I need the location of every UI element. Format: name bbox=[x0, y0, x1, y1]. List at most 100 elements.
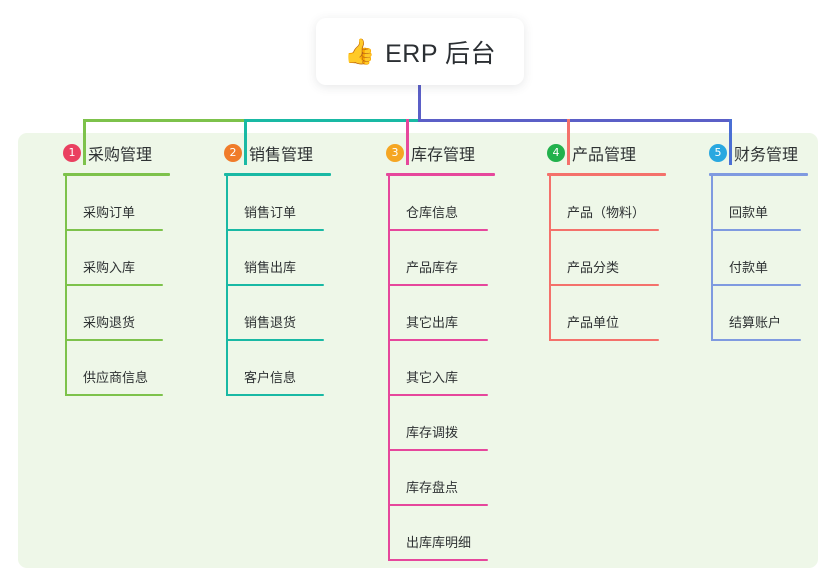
list-item-underline bbox=[388, 449, 488, 451]
title-card[interactable]: 👍 ERP 后台 bbox=[316, 18, 524, 85]
connector-bus-mid bbox=[244, 119, 420, 122]
list-item-underline bbox=[711, 284, 801, 286]
list-item[interactable]: 产品（物料） bbox=[549, 176, 666, 231]
list-item[interactable]: 其它入库 bbox=[388, 341, 495, 396]
column-underline bbox=[224, 173, 331, 176]
column-rail bbox=[549, 176, 551, 341]
page-title: ERP 后台 bbox=[385, 39, 497, 68]
list-item[interactable]: 库存盘点 bbox=[388, 451, 495, 506]
list-item-underline bbox=[711, 229, 801, 231]
list-item-label: 回款单 bbox=[729, 205, 769, 220]
list-item-label: 其它入库 bbox=[406, 370, 459, 385]
list-item-label: 其它出库 bbox=[406, 315, 459, 330]
list-item-underline bbox=[388, 229, 488, 231]
list-item-underline bbox=[65, 229, 163, 231]
list-item-label: 出库库明细 bbox=[406, 535, 472, 550]
column-采购管理: 1 采购管理采购订单采购入库采购退货供应商信息 bbox=[42, 133, 170, 396]
list-item-underline bbox=[549, 229, 659, 231]
column-rail bbox=[711, 176, 713, 341]
column-items: 仓库信息产品库存其它出库其它入库库存调拨库存盘点出库库明细 bbox=[388, 176, 495, 561]
list-item[interactable]: 结算账户 bbox=[711, 286, 808, 341]
list-item-underline bbox=[388, 559, 488, 561]
list-item-label: 产品库存 bbox=[406, 260, 459, 275]
list-item-underline bbox=[226, 229, 324, 231]
connector-bus-left bbox=[83, 119, 246, 122]
list-item-underline bbox=[65, 394, 163, 396]
list-item-label: 结算账户 bbox=[729, 315, 782, 330]
column-title: 销售管理 bbox=[249, 147, 314, 164]
connector-drop-1 bbox=[83, 119, 86, 165]
column-header[interactable]: 1 采购管理 bbox=[42, 133, 170, 173]
list-item-underline bbox=[388, 339, 488, 341]
column-underline bbox=[386, 173, 495, 176]
column-rail bbox=[65, 176, 67, 396]
list-item-label: 库存调拨 bbox=[406, 425, 459, 440]
column-title: 库存管理 bbox=[411, 147, 476, 164]
list-item[interactable]: 采购订单 bbox=[65, 176, 170, 231]
list-item[interactable]: 库存调拨 bbox=[388, 396, 495, 451]
list-item-label: 采购订单 bbox=[83, 205, 136, 220]
list-item[interactable]: 其它出库 bbox=[388, 286, 495, 341]
list-item-label: 库存盘点 bbox=[406, 480, 459, 495]
thumbs-up-icon: 👍 bbox=[343, 38, 376, 66]
list-item[interactable]: 客户信息 bbox=[226, 341, 331, 396]
column-items: 采购订单采购入库采购退货供应商信息 bbox=[65, 176, 170, 396]
list-item-underline bbox=[711, 339, 801, 341]
list-item[interactable]: 付款单 bbox=[711, 231, 808, 286]
list-item[interactable]: 产品分类 bbox=[549, 231, 666, 286]
column-underline bbox=[709, 173, 808, 176]
list-item-underline bbox=[226, 394, 324, 396]
connector-bus-right bbox=[418, 119, 732, 122]
list-item-label: 产品单位 bbox=[567, 315, 620, 330]
list-item-underline bbox=[388, 394, 488, 396]
column-title: 采购管理 bbox=[88, 147, 153, 164]
list-item[interactable]: 回款单 bbox=[711, 176, 808, 231]
list-item-underline bbox=[549, 284, 659, 286]
diagram-panel bbox=[18, 133, 818, 568]
column-header[interactable]: 3 库存管理 bbox=[365, 133, 495, 173]
list-item-label: 销售出库 bbox=[244, 260, 297, 275]
column-rail bbox=[388, 176, 390, 561]
list-item-label: 产品分类 bbox=[567, 260, 620, 275]
column-items: 回款单付款单结算账户 bbox=[711, 176, 808, 341]
list-item[interactable]: 销售出库 bbox=[226, 231, 331, 286]
connector-drop-2 bbox=[244, 119, 247, 165]
column-库存管理: 3 库存管理仓库信息产品库存其它出库其它入库库存调拨库存盘点出库库明细 bbox=[365, 133, 495, 561]
list-item[interactable]: 采购退货 bbox=[65, 286, 170, 341]
list-item-underline bbox=[388, 284, 488, 286]
list-item-label: 仓库信息 bbox=[406, 205, 459, 220]
list-item-label: 销售订单 bbox=[244, 205, 297, 220]
list-item-label: 采购入库 bbox=[83, 260, 136, 275]
column-number-badge: 4 bbox=[547, 144, 565, 162]
connector-drop-5 bbox=[729, 119, 732, 165]
list-item[interactable]: 出库库明细 bbox=[388, 506, 495, 561]
list-item-label: 产品（物料） bbox=[567, 205, 646, 220]
list-item-underline bbox=[226, 284, 324, 286]
list-item-label: 付款单 bbox=[729, 260, 769, 275]
connector-drop-3 bbox=[406, 119, 409, 165]
list-item-underline bbox=[226, 339, 324, 341]
list-item-label: 采购退货 bbox=[83, 315, 136, 330]
connector-drop-4 bbox=[567, 119, 570, 165]
list-item[interactable]: 产品库存 bbox=[388, 231, 495, 286]
column-number-badge: 1 bbox=[63, 144, 81, 162]
list-item[interactable]: 销售订单 bbox=[226, 176, 331, 231]
list-item[interactable]: 产品单位 bbox=[549, 286, 666, 341]
list-item-underline bbox=[65, 339, 163, 341]
column-number-badge: 3 bbox=[386, 144, 404, 162]
column-items: 销售订单销售出库销售退货客户信息 bbox=[226, 176, 331, 396]
list-item[interactable]: 销售退货 bbox=[226, 286, 331, 341]
list-item[interactable]: 仓库信息 bbox=[388, 176, 495, 231]
list-item-underline bbox=[388, 504, 488, 506]
column-underline bbox=[547, 173, 666, 176]
list-item[interactable]: 供应商信息 bbox=[65, 341, 170, 396]
list-item[interactable]: 采购入库 bbox=[65, 231, 170, 286]
column-rail bbox=[226, 176, 228, 396]
list-item-underline bbox=[549, 339, 659, 341]
